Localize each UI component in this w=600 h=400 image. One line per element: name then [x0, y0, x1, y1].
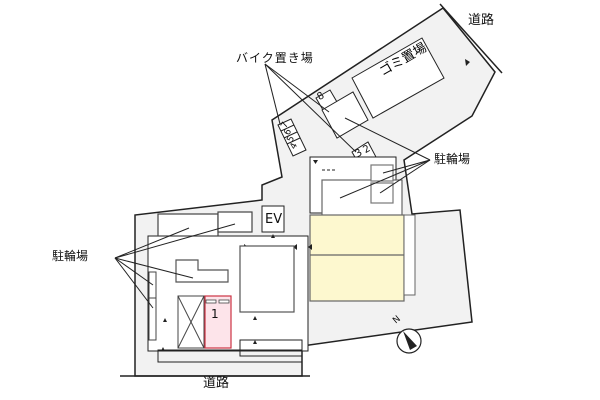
- garbage-area: [351, 37, 445, 119]
- elevator-label: EV: [265, 212, 283, 227]
- leader-lines-bike: [264, 63, 357, 153]
- road-label-bottom: 道路: [203, 376, 230, 391]
- unit-1[interactable]: [204, 295, 232, 349]
- compass-icon: [396, 328, 422, 354]
- bicycle-parking-label-right: 駐輪場: [434, 152, 471, 166]
- building-highlight: [309, 214, 405, 302]
- road-label-top: 道路: [468, 13, 495, 28]
- triangle-marker: [465, 59, 470, 66]
- leader-lines-cycle-left: [114, 223, 236, 309]
- leader-lines-cycle-right: [339, 117, 431, 199]
- elevator-box[interactable]: [261, 205, 285, 233]
- bike-slots-7-4: [277, 118, 307, 157]
- unit-number-label: 1: [211, 307, 219, 321]
- bicycle-parking-label-left: 駐輪場: [52, 249, 89, 263]
- bike-parking-label: バイク置き場: [236, 51, 314, 65]
- road-line-top: [439, 3, 503, 74]
